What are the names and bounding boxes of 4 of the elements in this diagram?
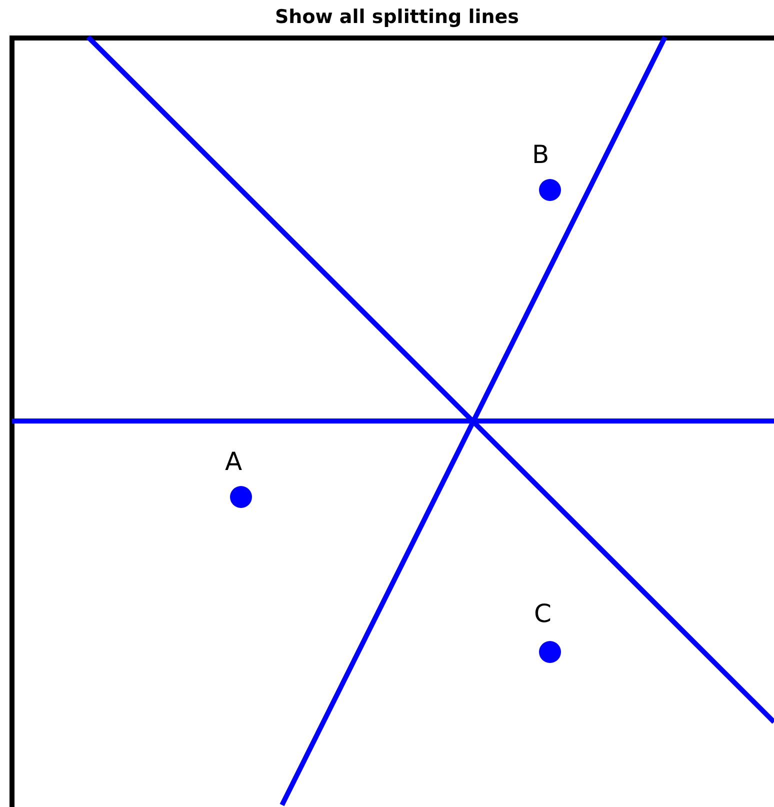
point-label: A <box>225 447 242 476</box>
point-label: B <box>532 140 550 169</box>
chart-title: Show all splitting lines <box>274 6 520 28</box>
point-label: C <box>534 599 552 628</box>
